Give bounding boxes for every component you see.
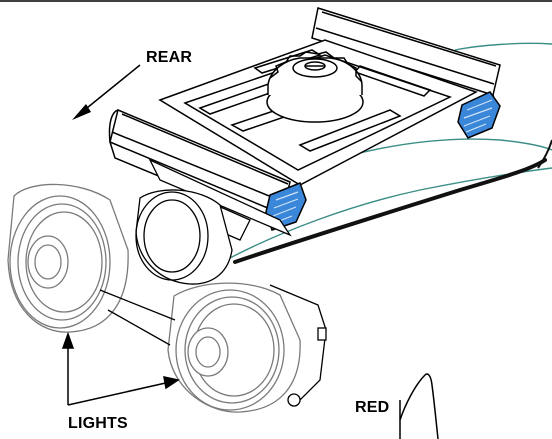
rear-arrow-icon bbox=[72, 64, 141, 120]
red-signal-curve bbox=[399, 373, 439, 439]
lights-label: LIGHTS bbox=[68, 415, 128, 432]
rear-label: REAR bbox=[146, 49, 193, 66]
axle bbox=[99, 284, 327, 407]
ground-line bbox=[233, 158, 547, 264]
light-right bbox=[167, 282, 301, 413]
red-label: RED bbox=[355, 399, 390, 416]
light-middle bbox=[135, 189, 233, 285]
knob bbox=[266, 51, 364, 123]
lights-pointer-icon bbox=[61, 331, 180, 406]
light-left bbox=[7, 183, 129, 333]
ground-line-end bbox=[537, 139, 552, 169]
blue-bracket-back bbox=[457, 91, 501, 139]
